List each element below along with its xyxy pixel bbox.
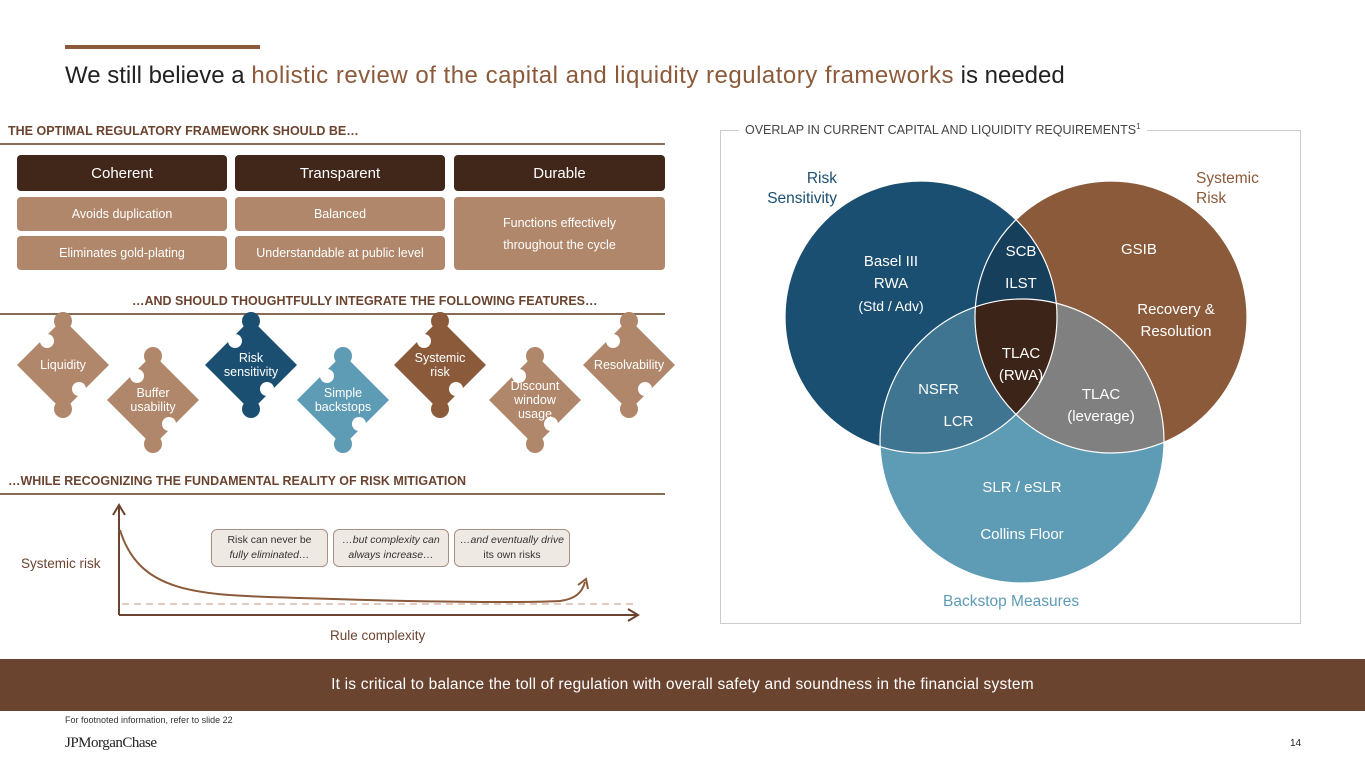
systemic-risk-label: Systemic Risk [1196,170,1259,207]
attribute-item: Functions effectively throughout the cyc… [454,197,665,270]
recovery-text: Recovery &Resolution [1137,301,1215,340]
venn-title: OVERLAP IN CURRENT CAPITAL AND LIQUIDITY… [739,122,1147,138]
attribute-item: Understandable at public level [235,236,445,270]
page-title: We still believe a holistic review of th… [65,62,1065,89]
divider [0,143,665,145]
curve-arrow [577,577,589,590]
risk-complexity-chart [112,503,640,622]
scb-text: SCB [1005,243,1037,260]
section-heading-risk: …WHILE RECOGNIZING THE FUNDAMENTAL REALI… [8,474,467,488]
feature-label: Risk sensitivity [223,351,279,379]
x-axis-label: Rule complexity [330,628,426,643]
divider [0,313,665,315]
risk-curve [119,529,586,603]
attribute-item: Eliminates gold-plating [17,236,227,270]
feature-label: Resolvability [593,358,665,372]
puzzle-piece: Simple backstops [289,346,397,454]
page-number: 14 [1290,738,1302,749]
slr-text: SLR / eSLR [982,479,1062,496]
column-header-durable: Durable [454,155,665,191]
feature-label: Systemic risk [414,351,466,379]
feature-label: Discount window usage [510,379,560,421]
column-header-transparent: Transparent [235,155,445,191]
gsib-text: GSIB [1121,241,1157,258]
feature-label: Simple backstops [314,386,372,414]
collins-text: Collins Floor [980,526,1064,543]
venn-panel: OVERLAP IN CURRENT CAPITAL AND LIQUIDITY… [720,122,1301,624]
tlac-rwa-text: TLAC(RWA) [998,345,1044,384]
footnote: For footnoted information, refer to slid… [65,715,233,725]
puzzle-piece: Systemic risk [386,311,494,419]
risk-sensitivity-label: Risk Sensitivity [767,170,837,207]
y-axis [112,503,126,615]
lcr-text: LCR [943,413,974,430]
puzzle-piece: Discount window usage [481,346,589,454]
nsfr-text: NSFR [918,381,959,398]
feature-label: Liquidity [40,358,86,372]
key-message-banner: It is critical to balance the toll of re… [0,659,1365,711]
attribute-item: Balanced [235,197,445,231]
puzzle-piece: Liquidity [9,311,117,419]
divider [0,493,665,495]
attribute-item: Avoids duplication [17,197,227,231]
section-heading-framework: THE OPTIMAL REGULATORY FRAMEWORK SHOULD … [8,124,359,138]
column-header-coherent: Coherent [17,155,227,191]
feature-label: Buffer usability [130,386,176,414]
x-axis [119,608,640,622]
y-axis-label: Systemic risk [21,556,101,571]
ilst-text: ILST [1005,275,1037,292]
tlac-leverage-text: TLAC(leverage) [1067,386,1135,425]
backstop-label: Backstop Measures [943,593,1080,610]
title-accent-bar [65,45,260,49]
company-logo: JPMorganChase [65,735,157,751]
puzzle-piece: Resolvability [575,311,683,419]
puzzle-piece: Buffer usability [99,346,207,454]
section-heading-features: …AND SHOULD THOUGHTFULLY INTEGRATE THE F… [132,294,598,308]
venn-diagram [784,180,1248,584]
puzzle-piece: Risk sensitivity [197,311,305,419]
